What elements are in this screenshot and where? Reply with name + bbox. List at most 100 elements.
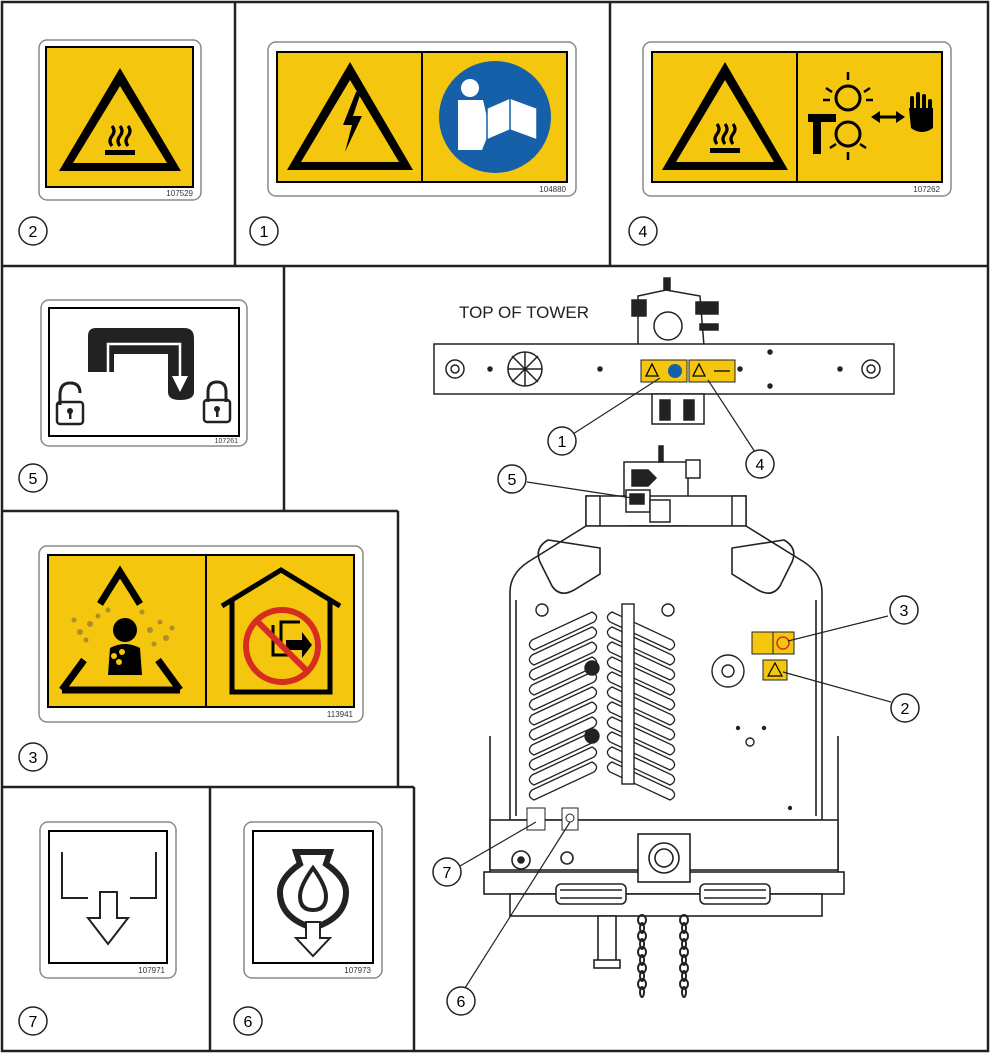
callout-circle: 3 (18, 742, 48, 772)
decal-hot-surface: 107529 (38, 39, 202, 201)
louver-slot (606, 701, 676, 741)
callout-circle: 7 (18, 1006, 48, 1036)
machine-callout: 4 (745, 449, 775, 479)
chain-link (679, 946, 689, 958)
callout-number: 4 (639, 224, 648, 241)
decal-toxic-fumes-no-indoor: 113941 (38, 545, 364, 723)
housing-detail (535, 603, 793, 813)
callout-number: 6 (457, 994, 466, 1011)
tower-top-assembly (433, 277, 895, 425)
callout-number: 5 (29, 471, 38, 488)
generator-housing (509, 525, 823, 821)
chain-link (681, 922, 687, 934)
decal-drain: 107971 (39, 821, 177, 979)
chain-link (639, 954, 645, 966)
base-frame (483, 736, 845, 969)
machine-callout: 2 (890, 693, 920, 723)
louver-slot (606, 671, 676, 711)
callout-circle: 1 (249, 216, 279, 246)
top-of-tower-label: TOP OF TOWER (459, 303, 589, 322)
chain-link (637, 946, 647, 958)
callout-number: 6 (244, 1014, 253, 1031)
louver-slot (606, 716, 676, 756)
callout-number: 4 (756, 457, 765, 474)
housing-decal-3-marker (751, 631, 795, 655)
tower-decal-4-marker (688, 359, 736, 383)
callout-circle: 6 (233, 1006, 263, 1036)
decal-lock-unlock: 107261 (40, 299, 248, 447)
chain-link (639, 938, 645, 950)
louver-slot (606, 761, 676, 801)
louver-slot (528, 716, 598, 756)
decal-part-number: 107971 (138, 966, 165, 975)
louver-slot (606, 731, 676, 771)
decal-part-number: 107529 (166, 189, 193, 198)
callout-number: 2 (29, 224, 38, 241)
chain-link (681, 938, 687, 950)
louver-slot (606, 656, 676, 696)
callout-circle: 2 (18, 216, 48, 246)
no-indoor-operation-icon (220, 567, 342, 695)
louver-slot (528, 641, 598, 681)
decal-part-number: 107262 (913, 185, 940, 194)
louver-slot (606, 641, 676, 681)
tow-chains (637, 914, 689, 998)
chain-link (679, 978, 689, 990)
decal-part-number: 107973 (344, 966, 371, 975)
electric-shock-icon (287, 62, 413, 170)
decal-part-number: 104880 (539, 185, 566, 194)
callout-number: 2 (901, 701, 910, 718)
chain-link (639, 986, 645, 998)
toxic-fumes-icon (59, 565, 183, 694)
chain-link (681, 970, 687, 982)
oil-drain-icon (276, 849, 350, 958)
leader-lines (459, 377, 892, 989)
louver-slot (528, 611, 598, 651)
machine-callout: 1 (547, 426, 577, 456)
louver-slot (606, 626, 676, 666)
chain-link (679, 930, 689, 942)
machine-callout: 5 (497, 464, 527, 494)
chain-link (637, 962, 647, 974)
hot-surface-icon (662, 62, 788, 170)
louver-slot (606, 686, 676, 726)
callout-number: 7 (443, 865, 452, 882)
chain-link (679, 962, 689, 974)
louver-slot (528, 626, 598, 666)
decal-hot-surface-hands-away: 107262 (642, 41, 952, 197)
machine-callout: 7 (432, 857, 462, 887)
chain-link (637, 978, 647, 990)
drain-icon (61, 852, 157, 946)
chain-link (679, 914, 689, 926)
tower-decal-1-marker (640, 359, 688, 383)
decal-oil-drain: 107973 (243, 821, 383, 979)
callout-number: 1 (260, 224, 269, 241)
read-manual-icon (439, 61, 551, 173)
machine-callout: 3 (889, 595, 919, 625)
chain-link (639, 970, 645, 982)
hot-surface-icon (59, 68, 181, 171)
callout-number: 1 (558, 434, 567, 451)
decal-part-number: 107261 (215, 438, 238, 445)
louver-slot (606, 611, 676, 651)
louver-slot (528, 701, 598, 741)
callout-circle: 5 (18, 463, 48, 493)
chain-link (639, 922, 645, 934)
machine-callout: 6 (446, 986, 476, 1016)
lock-unlock-arrow-icon (55, 328, 232, 426)
housing-decal-2-marker (762, 659, 788, 681)
louver-slot (528, 761, 598, 801)
chain-link (637, 914, 647, 926)
louver-slot (528, 686, 598, 726)
chain-link (681, 986, 687, 998)
chain-link (637, 930, 647, 942)
callout-number: 5 (508, 472, 517, 489)
louver-slot (528, 746, 598, 786)
callout-number: 3 (29, 750, 38, 767)
keep-hands-away-from-light-icon (808, 72, 933, 160)
callout-number: 7 (29, 1014, 38, 1031)
callout-number: 3 (900, 603, 909, 620)
decal-part-number: 113941 (327, 710, 354, 719)
